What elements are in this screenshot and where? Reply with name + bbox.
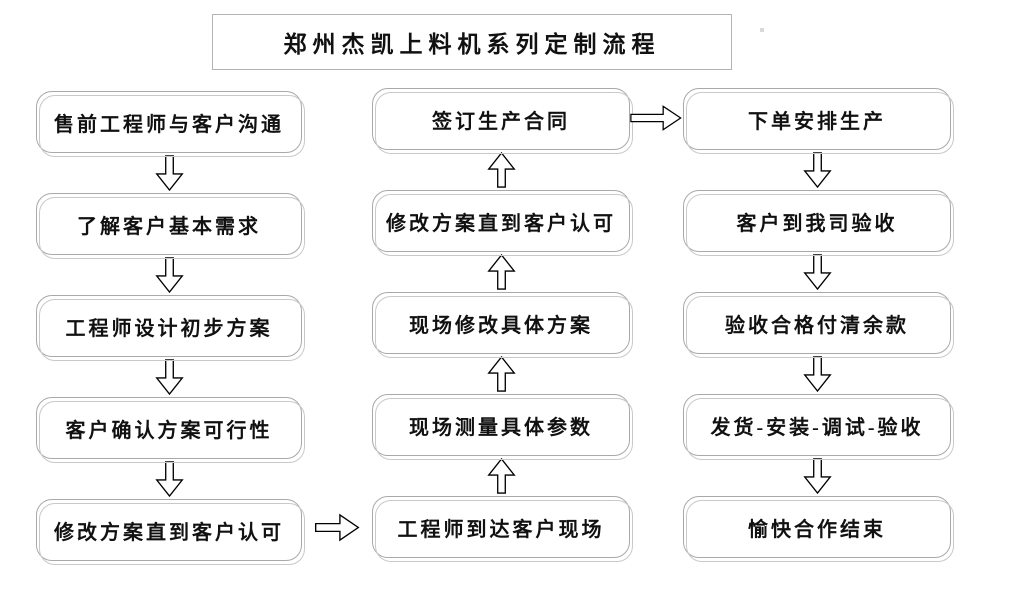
arrow-cell bbox=[683, 354, 951, 394]
flow-step-box: 签订生产合同 bbox=[372, 88, 633, 154]
arrow-cell bbox=[36, 153, 302, 193]
arrow-down-icon bbox=[802, 458, 832, 494]
flow-step-box: 修改方案直到客户认可 bbox=[36, 499, 305, 565]
flow-step-label: 验收合格付清余款 bbox=[725, 314, 909, 337]
flow-step-label: 现场测量具体参数 bbox=[409, 416, 593, 439]
arrow-cell bbox=[372, 354, 630, 394]
flow-step-box: 了解客户基本需求 bbox=[36, 193, 305, 259]
flow-step-box: 现场修改具体方案 bbox=[372, 292, 633, 358]
flow-step-box: 发货-安装-调试-验收 bbox=[683, 394, 954, 460]
arrow-down-icon bbox=[154, 461, 184, 497]
stray-mark bbox=[760, 28, 764, 32]
arrow-cell bbox=[36, 459, 302, 499]
arrow-cell bbox=[36, 357, 302, 397]
flow-step-box: 下单安排生产 bbox=[683, 88, 954, 154]
flow-step-label: 愉快合作结束 bbox=[748, 518, 886, 541]
arrow-cell bbox=[372, 252, 630, 292]
arrow-up-icon bbox=[486, 356, 516, 392]
arrow-cell bbox=[372, 456, 630, 496]
arrow-down-icon bbox=[154, 257, 184, 293]
arrow-cell bbox=[683, 252, 951, 292]
column-left: 售前工程师与客户沟通 了解客户基本需求 工程师设计初步方案 客户确认方案可行性 … bbox=[36, 91, 305, 565]
arrow-down-icon bbox=[802, 356, 832, 392]
flow-step-label: 修改方案直到客户认可 bbox=[386, 212, 616, 235]
flow-step-box: 现场测量具体参数 bbox=[372, 394, 633, 460]
connector-middle-to-right bbox=[630, 103, 682, 138]
flow-step-box: 客户到我司验收 bbox=[683, 190, 954, 256]
flow-step-label: 现场修改具体方案 bbox=[409, 314, 593, 337]
connector-left-to-middle bbox=[314, 512, 360, 548]
page-title: 郑州杰凯上料机系列定制流程 bbox=[283, 32, 661, 57]
flow-step-box: 工程师到达客户现场 bbox=[372, 496, 633, 562]
flow-step-label: 了解客户基本需求 bbox=[77, 215, 261, 238]
arrow-cell bbox=[683, 150, 951, 190]
flow-step-label: 工程师设计初步方案 bbox=[65, 317, 273, 340]
arrow-down-icon bbox=[154, 155, 184, 191]
flow-step-box: 客户确认方案可行性 bbox=[36, 397, 305, 463]
flow-step-box: 修改方案直到客户认可 bbox=[372, 190, 633, 256]
flow-step-label: 售前工程师与客户沟通 bbox=[54, 113, 284, 136]
arrow-cell bbox=[36, 255, 302, 295]
flow-step-box: 愉快合作结束 bbox=[683, 496, 954, 562]
flow-step-label: 下单安排生产 bbox=[748, 110, 886, 133]
arrow-cell bbox=[683, 456, 951, 496]
arrow-down-icon bbox=[802, 152, 832, 188]
flow-step-label: 客户到我司验收 bbox=[736, 212, 898, 235]
flow-step-label: 发货-安装-调试-验收 bbox=[710, 416, 924, 439]
arrow-up-icon bbox=[486, 152, 516, 188]
arrow-down-icon bbox=[802, 254, 832, 290]
arrow-up-icon bbox=[486, 254, 516, 290]
flow-step-box: 验收合格付清余款 bbox=[683, 292, 954, 358]
column-right: 下单安排生产 客户到我司验收 验收合格付清余款 发货-安装-调试-验收 愉快合作… bbox=[683, 88, 954, 562]
arrow-cell bbox=[372, 150, 630, 190]
arrow-down-icon bbox=[154, 359, 184, 395]
flow-step-label: 工程师到达客户现场 bbox=[397, 518, 605, 541]
column-middle: 签订生产合同 修改方案直到客户认可 现场修改具体方案 现场测量具体参数 工程师到… bbox=[372, 88, 633, 562]
arrow-up-icon bbox=[486, 458, 516, 494]
flow-step-label: 客户确认方案可行性 bbox=[65, 419, 273, 442]
flow-step-label: 修改方案直到客户认可 bbox=[54, 521, 284, 544]
flow-step-label: 签订生产合同 bbox=[432, 110, 570, 133]
arrow-right-icon bbox=[630, 105, 682, 131]
title-box: 郑州杰凯上料机系列定制流程 bbox=[212, 14, 732, 70]
flow-step-box: 工程师设计初步方案 bbox=[36, 295, 305, 361]
flow-step-box: 售前工程师与客户沟通 bbox=[36, 91, 305, 157]
arrow-right-icon bbox=[315, 513, 360, 542]
